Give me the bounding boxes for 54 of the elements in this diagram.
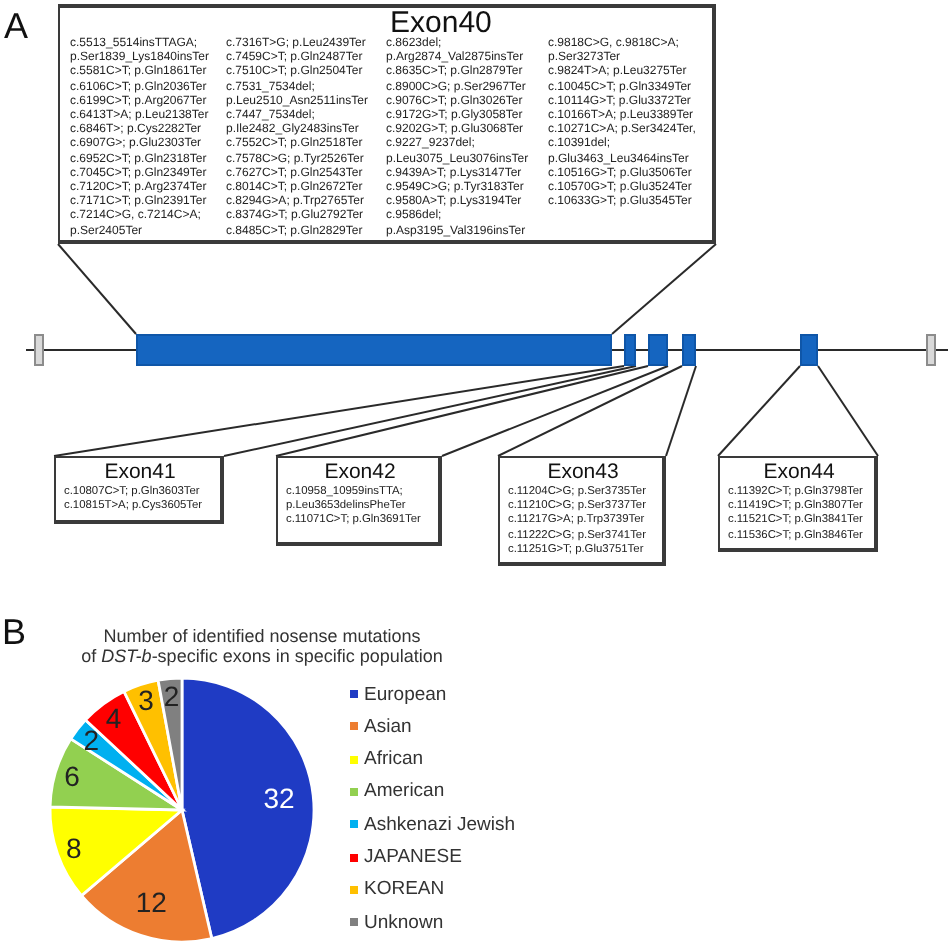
slice-value-label: 2 bbox=[163, 681, 180, 710]
leader-line bbox=[275, 365, 649, 457]
intron-line bbox=[667, 349, 683, 351]
exon-title: Exon41 bbox=[104, 460, 176, 486]
chart-title: Number of identified nosense mutations of DST-b-specific exons in specific population bbox=[81, 626, 443, 666]
legend-label: KOREAN bbox=[364, 878, 445, 901]
leader-line bbox=[57, 243, 137, 335]
exon-title: Exon44 bbox=[763, 460, 835, 486]
leader-line bbox=[223, 365, 637, 457]
legend-label: European bbox=[364, 683, 447, 705]
legend-label: Unknown bbox=[364, 911, 444, 934]
slice-value-label: 12 bbox=[135, 888, 167, 917]
exon-bar bbox=[624, 334, 636, 366]
legend-label: African bbox=[364, 748, 424, 771]
panel-label: B bbox=[2, 614, 27, 650]
legend-label: JAPANESE bbox=[364, 846, 462, 868]
intron-line bbox=[635, 349, 649, 351]
slice-value-label: 4 bbox=[105, 703, 122, 732]
intron-line bbox=[25, 349, 35, 351]
exon-title: Exon42 bbox=[324, 460, 396, 485]
end-cap-box bbox=[926, 334, 936, 366]
slice-value-label: 32 bbox=[263, 784, 295, 813]
leader-line bbox=[441, 365, 669, 457]
exon-bar bbox=[682, 334, 696, 366]
exon-bar bbox=[648, 334, 668, 366]
callout-box bbox=[58, 4, 716, 244]
intron-line bbox=[611, 349, 625, 351]
slice-value-label: 3 bbox=[138, 686, 154, 715]
exon-title: Exon40 bbox=[390, 8, 492, 40]
leader-line bbox=[53, 365, 625, 457]
intron-line bbox=[817, 349, 927, 351]
panel-label: A bbox=[4, 8, 29, 44]
intron-line bbox=[935, 349, 948, 351]
slice-value-label: 8 bbox=[66, 834, 82, 863]
legend-label: Ashkenazi Jewish bbox=[364, 813, 516, 836]
exon-title: Exon43 bbox=[547, 460, 619, 486]
slice-value-label: 2 bbox=[83, 725, 100, 754]
slice-value-label: 6 bbox=[64, 762, 80, 791]
callout-box bbox=[498, 456, 666, 566]
leader-line bbox=[717, 365, 801, 457]
leader-line bbox=[665, 365, 697, 457]
leader-line bbox=[497, 365, 683, 457]
callout-box bbox=[718, 456, 878, 552]
intron-line bbox=[695, 349, 801, 351]
callout-box bbox=[54, 456, 224, 524]
leader-line bbox=[611, 243, 717, 335]
exon-bar bbox=[800, 334, 818, 366]
leader-line bbox=[817, 365, 879, 457]
legend-label: Asian bbox=[364, 715, 412, 738]
intron-line bbox=[43, 349, 137, 351]
callout-box bbox=[276, 456, 442, 546]
legend-label: American bbox=[364, 780, 445, 803]
end-cap-box bbox=[34, 334, 44, 366]
exon-bar bbox=[136, 334, 612, 366]
